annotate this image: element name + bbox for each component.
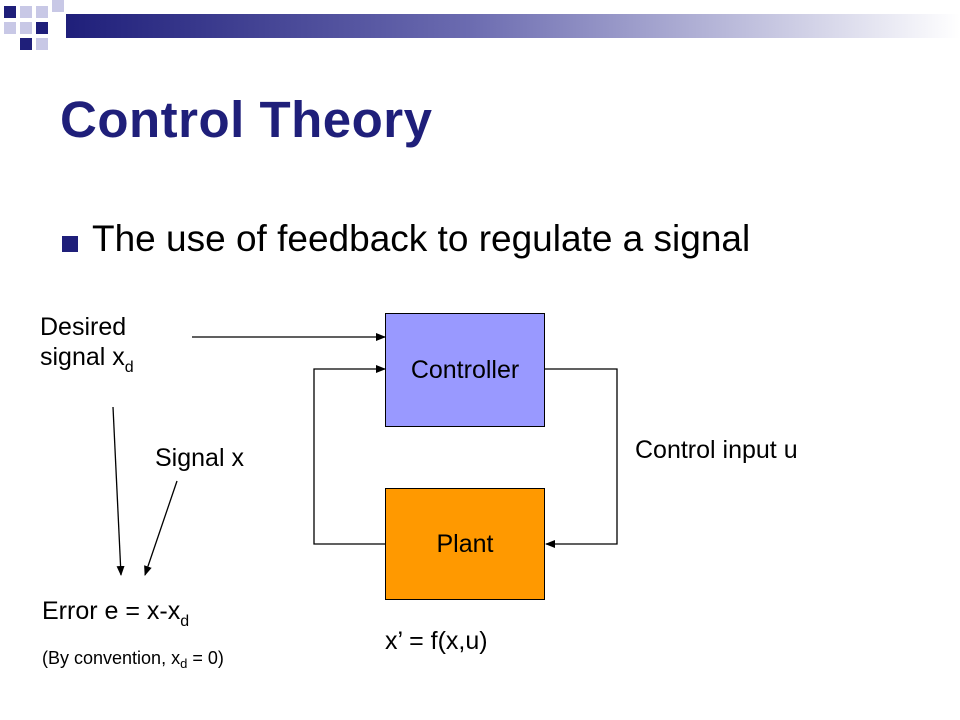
header-square [20, 38, 32, 50]
bullet-square-icon [62, 236, 78, 252]
desired-line1: Desired [40, 313, 127, 341]
bullet-text: The use of feedback to regulate a signal [92, 218, 751, 259]
header-square [20, 6, 32, 18]
header-square [36, 6, 48, 18]
convention-note: (By convention, xd = 0) [42, 648, 224, 672]
plant-equation: x’ = f(x,u) [385, 627, 488, 655]
plant-to-controller-arrow [313, 365, 386, 545]
slide-title: Control Theory [60, 91, 433, 148]
plant-block: Plant [385, 488, 545, 600]
header-gradient-bar [66, 14, 960, 38]
convention-pre: (By convention, x [42, 648, 181, 668]
header-square [20, 22, 32, 34]
desired-line2: signal x [40, 343, 125, 371]
plant-label: Plant [436, 529, 494, 558]
error-subscript: d [180, 613, 190, 630]
controller-block: Controller [385, 313, 545, 427]
header-square [4, 22, 16, 34]
error-main: Error e = x-x [42, 597, 181, 625]
signal-to-error-arrow [144, 480, 178, 576]
convention-subscript: d [180, 656, 188, 671]
desired-signal-label: Desired signal xd [40, 312, 134, 377]
convention-post: = 0) [187, 648, 224, 668]
desired-line2-wrap: signal xd [40, 342, 134, 377]
desired-to-error-arrow [112, 406, 125, 576]
signal-x-label: Signal x [155, 444, 244, 472]
header-square [52, 0, 64, 12]
header-square [4, 6, 16, 18]
header-decoration [4, 0, 960, 50]
controller-label: Controller [410, 355, 520, 384]
control-input-label: Control input u [635, 436, 798, 464]
error-label: Error e = x-xd [42, 596, 189, 631]
desired-subscript: d [124, 359, 134, 376]
controller-to-plant-arrow [544, 368, 618, 548]
header-square [36, 22, 48, 34]
header-square [36, 38, 48, 50]
